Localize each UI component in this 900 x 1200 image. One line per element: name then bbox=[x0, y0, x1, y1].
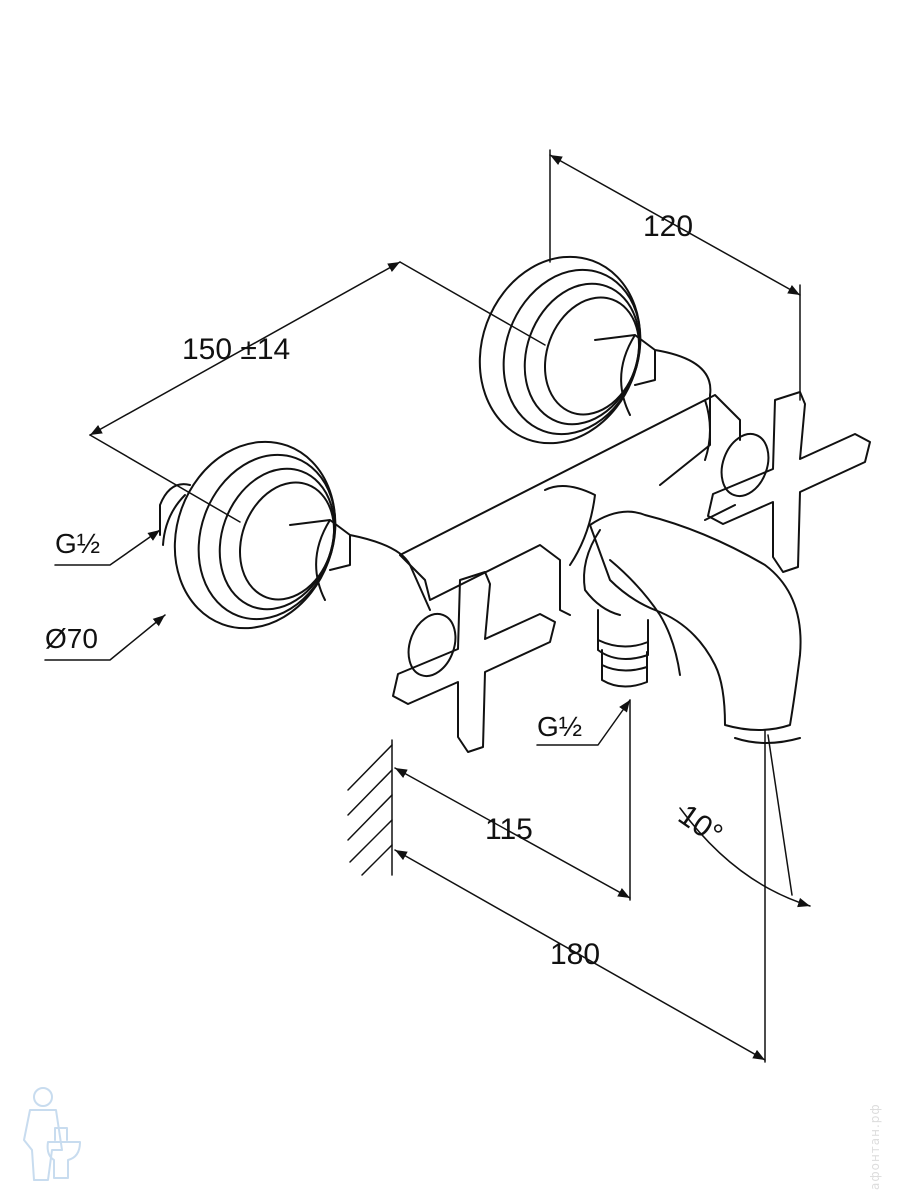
outlet-offset-label: 115 bbox=[485, 813, 533, 846]
left-cross-handle bbox=[392, 571, 556, 753]
outlet-thread-label: G½ bbox=[537, 711, 583, 742]
outlet-fitting bbox=[597, 609, 649, 688]
centers-dimension-label: 150 ±14 bbox=[182, 333, 291, 366]
mixer-body bbox=[399, 394, 741, 616]
rear-connector bbox=[594, 334, 712, 486]
right-cross-handle bbox=[707, 391, 871, 573]
spout bbox=[583, 510, 802, 744]
dimension-lines bbox=[44, 149, 811, 1063]
depth-dimension-label: 120 bbox=[643, 210, 694, 243]
rear-escutcheon bbox=[478, 255, 642, 445]
front-escutcheon bbox=[159, 440, 337, 630]
plumber-logo bbox=[23, 1087, 81, 1181]
watermark-text: афонтан.рф bbox=[868, 1103, 882, 1190]
body-edge bbox=[544, 485, 736, 566]
inlet-thread-label: G½ bbox=[55, 528, 101, 559]
escutcheon-diameter-label: Ø70 bbox=[45, 623, 98, 654]
wall-hatch bbox=[347, 744, 393, 876]
spout-projection-label: 180 bbox=[550, 938, 601, 971]
